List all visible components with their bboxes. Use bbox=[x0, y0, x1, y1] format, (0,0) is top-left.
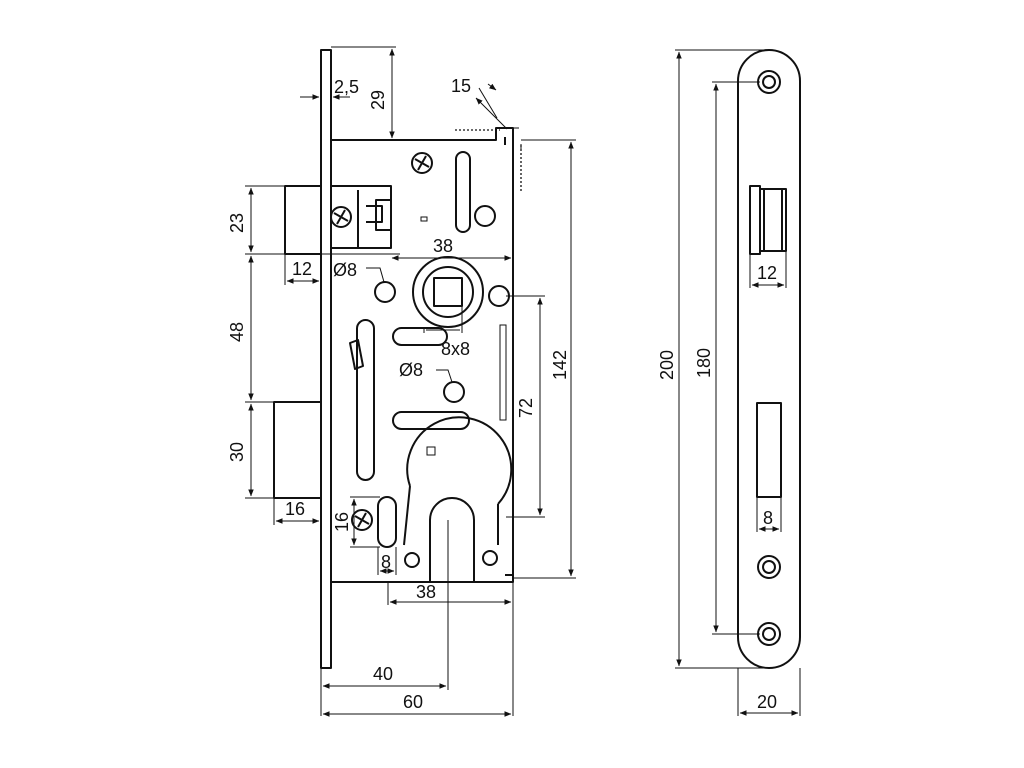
dim-strike-bolt: 8 bbox=[763, 508, 773, 528]
dim-case-depth: 60 bbox=[403, 692, 423, 712]
dim-case-height: 142 bbox=[550, 350, 570, 380]
dim-spindle: 8x8 bbox=[441, 339, 470, 359]
dim-strike-latch: 12 bbox=[757, 263, 777, 283]
latch-opening bbox=[749, 185, 787, 255]
dead-bolt bbox=[273, 401, 322, 499]
cylinder-cutout bbox=[406, 416, 513, 582]
dim-plate-thickness: 2,5 bbox=[334, 77, 359, 97]
bolt-opening bbox=[756, 402, 782, 498]
mortise-lock-front-view bbox=[273, 49, 522, 669]
dim-slot-width: 8 bbox=[381, 552, 391, 572]
dim-plate-to-cyl: 40 bbox=[373, 664, 393, 684]
small-mark bbox=[420, 216, 428, 222]
dim-handle-hole: Ø8 bbox=[333, 260, 357, 280]
plate-outline bbox=[737, 49, 801, 669]
plate-dimensions: 200 180 12 8 20 bbox=[657, 49, 801, 716]
dim-plate-to-body: 29 bbox=[368, 90, 388, 110]
dim-handle-to-cyl: 72 bbox=[516, 398, 536, 418]
dim-bevel: 15 bbox=[451, 76, 471, 96]
horizontal-slot-lower bbox=[392, 411, 470, 430]
dim-screw-spacing: 180 bbox=[694, 348, 714, 378]
phillips-screw-icon bbox=[351, 509, 373, 531]
dim-lower-hole: Ø8 bbox=[399, 360, 423, 380]
upper-slot bbox=[455, 151, 471, 233]
dim-latch-proj: 12 bbox=[292, 259, 312, 279]
dim-bolt-proj: 16 bbox=[285, 499, 305, 519]
forend-plate bbox=[320, 49, 332, 669]
phillips-screw-icon bbox=[411, 152, 433, 174]
vertical-slot bbox=[356, 319, 375, 481]
hole-upper-right bbox=[474, 205, 496, 227]
dim-slot-height: 16 bbox=[332, 512, 352, 532]
dim-latch-height: 23 bbox=[227, 213, 247, 233]
right-edge-slot bbox=[499, 324, 507, 421]
lock-dimensions: 2,5 29 15 23 12 48 Ø8 38 8x8 Ø8 72 142 3… bbox=[227, 46, 576, 717]
phillips-screw-icon bbox=[330, 206, 352, 228]
latch-bolt bbox=[284, 185, 392, 255]
dim-plate-length: 200 bbox=[657, 350, 677, 380]
spindle-follower bbox=[412, 256, 484, 328]
dim-backset-top: 38 bbox=[433, 236, 453, 256]
forend-plate-side-view bbox=[737, 49, 801, 669]
horizontal-slot-upper bbox=[392, 327, 448, 346]
lower-hole bbox=[443, 381, 465, 403]
dim-cyl-backset: 38 bbox=[416, 582, 436, 602]
dim-bolt-height: 30 bbox=[227, 442, 247, 462]
bevel-indicator bbox=[455, 129, 522, 192]
dim-latch-to-bolt: 48 bbox=[227, 322, 247, 342]
small-square-hole bbox=[426, 446, 436, 456]
handle-hole-left bbox=[374, 281, 396, 303]
dim-plate-width: 20 bbox=[757, 692, 777, 712]
tumbler-lever bbox=[349, 339, 364, 370]
screw-slot-lower bbox=[377, 496, 397, 548]
